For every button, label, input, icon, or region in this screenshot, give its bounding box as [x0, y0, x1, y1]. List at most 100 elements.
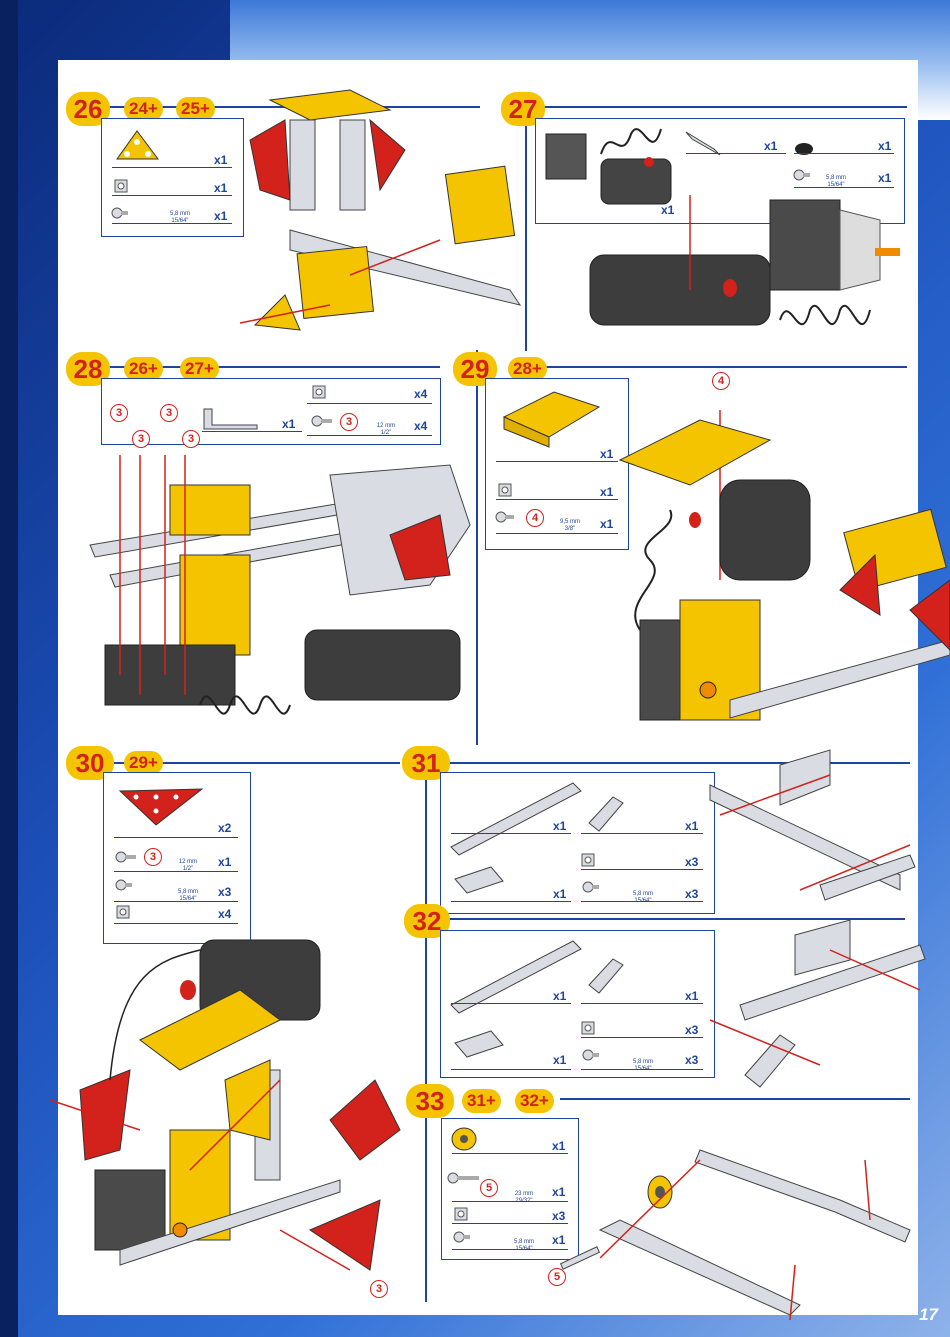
nut-icon — [454, 1207, 468, 1221]
page-number: 17 — [919, 1305, 938, 1324]
part-quantity: x1 — [685, 989, 699, 1003]
pulley-icon — [795, 143, 813, 155]
angle-bracket-icon — [203, 408, 258, 430]
nut-icon — [581, 853, 595, 867]
part-quantity: x1 — [552, 1233, 566, 1247]
assembly-illustration — [618, 410, 950, 721]
prerequisite-step: 28+ — [508, 357, 547, 381]
prerequisite-step: 26+ — [124, 357, 163, 381]
divider — [440, 762, 910, 764]
part-quantity: x1 — [764, 139, 778, 153]
screw-callout: 5 — [548, 1268, 566, 1286]
prerequisite-step: 24+ — [124, 97, 163, 121]
part-quantity: x4 — [414, 419, 428, 433]
pulley-wheel-icon — [451, 1127, 477, 1151]
part-quantity: x1 — [553, 1053, 567, 1067]
part-quantity: x1 — [214, 181, 228, 195]
part-quantity: x1 — [214, 153, 228, 167]
part-quantity: x3 — [685, 887, 699, 901]
screw-callout: 3 — [182, 430, 200, 448]
binding-edge — [0, 0, 18, 1337]
screw-icon — [311, 415, 332, 427]
assembly-illustration — [49, 939, 401, 1271]
assembly-illustration — [709, 749, 916, 901]
prerequisite-step: 25+ — [176, 97, 215, 121]
step-number: 33 — [406, 1084, 454, 1118]
part-quantity: x3 — [218, 885, 232, 899]
flanged-plate-icon — [502, 391, 601, 448]
part-quantity: x1 — [600, 485, 614, 499]
screw-icon — [115, 879, 132, 891]
divider — [445, 918, 905, 920]
assembly-illustration — [589, 195, 900, 326]
quantity-callout: 3 — [144, 848, 162, 866]
part-quantity: x1 — [214, 209, 228, 223]
part-quantity: x4 — [414, 387, 428, 401]
part-quantity: x1 — [878, 139, 892, 153]
prerequisite-step: 31+ — [462, 1089, 501, 1113]
triangle-bracket-icon — [116, 130, 159, 160]
divider — [100, 366, 440, 368]
assembly-illustration — [89, 455, 471, 715]
screw-callout: 3 — [110, 404, 128, 422]
nut-icon — [116, 905, 130, 919]
double-bracket-icon — [454, 866, 504, 894]
screw-icon — [582, 881, 599, 893]
part-quantity: x2 — [218, 821, 232, 835]
screw-icon — [111, 207, 128, 219]
quantity-callout: 4 — [526, 509, 544, 527]
divider — [100, 762, 400, 764]
part-quantity: x1 — [553, 887, 567, 901]
part-quantity: x1 — [218, 855, 232, 869]
part-quantity: x3 — [685, 1053, 699, 1067]
part-quantity: x1 — [600, 447, 614, 461]
divider — [560, 1098, 910, 1100]
screw-icon — [453, 1231, 470, 1243]
divider — [545, 366, 907, 368]
part-quantity: x1 — [552, 1185, 566, 1199]
divider — [425, 762, 427, 1302]
step-number: 28 — [66, 352, 110, 386]
nut-icon — [312, 385, 326, 399]
prerequisite-step: 27+ — [180, 357, 219, 381]
screw-icon — [495, 511, 514, 523]
part-quantity: x1 — [878, 171, 892, 185]
part-quantity: x1 — [600, 517, 614, 531]
angle-strip-icon — [588, 958, 624, 994]
nut-icon — [581, 1021, 595, 1035]
step-number: 27 — [501, 92, 545, 126]
screw-callout: 3 — [370, 1280, 388, 1298]
part-quantity: x3 — [685, 1023, 699, 1037]
divider — [527, 106, 907, 108]
screw-callout: 4 — [712, 372, 730, 390]
dimension-label: 23 mm29/32" — [514, 1191, 534, 1204]
part-quantity: x1 — [552, 1139, 566, 1153]
perforated-strip-icon — [450, 782, 582, 856]
part-quantity: x3 — [685, 855, 699, 869]
angle-strip-icon — [588, 796, 624, 832]
quantity-callout: 3 — [340, 413, 358, 431]
assembly-illustration — [709, 919, 926, 1088]
double-bracket-icon — [454, 1030, 504, 1058]
long-screw-icon — [447, 1172, 479, 1184]
screw-callout: 3 — [160, 404, 178, 422]
assembly-illustration — [239, 89, 522, 331]
divider — [476, 350, 478, 745]
screw-callout: 3 — [132, 430, 150, 448]
part-quantity: x1 — [553, 989, 567, 1003]
part-quantity: x3 — [552, 1209, 566, 1223]
part-quantity: x1 — [685, 819, 699, 833]
